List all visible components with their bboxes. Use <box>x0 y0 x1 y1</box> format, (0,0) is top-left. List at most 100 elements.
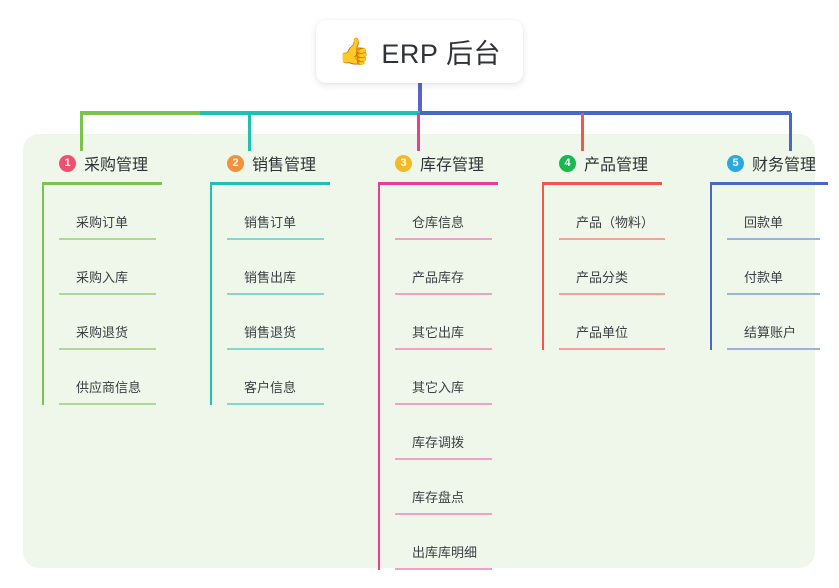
branch-item-label: 销售订单 <box>244 215 297 230</box>
branch-number-badge: 2 <box>227 154 244 172</box>
branch-item-rule <box>59 348 156 350</box>
branch-item-list: 仓库信息产品库存其它出库其它入库库存调拨库存盘点出库库明细 <box>378 185 498 570</box>
branch-item-rule <box>59 403 156 405</box>
branch-item[interactable]: 其它入库 <box>395 350 498 405</box>
branch-number-badge: 4 <box>559 154 576 172</box>
thumbs-up-icon: 👍 <box>338 36 371 67</box>
branch-item-rule <box>395 238 492 240</box>
branch-drop-connector <box>80 113 83 151</box>
branch-item[interactable]: 付款单 <box>727 240 828 295</box>
branch-column-销售管理: 2 销售管理销售订单销售出库销售退货客户信息 <box>210 150 330 405</box>
branch-spine-connector <box>42 185 44 405</box>
branch-item-label: 产品单位 <box>576 325 629 340</box>
branch-column-采购管理: 1 采购管理采购订单采购入库采购退货供应商信息 <box>42 150 162 405</box>
root-node-content: 👍 ERP 后台 <box>338 32 501 71</box>
branch-item[interactable]: 产品分类 <box>559 240 665 295</box>
branch-item-rule <box>227 293 324 295</box>
branch-item-label: 出库库明细 <box>412 545 478 560</box>
branch-item-label: 产品（物料） <box>576 215 655 230</box>
branch-item[interactable]: 销售退货 <box>227 295 330 350</box>
branch-item-rule <box>227 403 324 405</box>
branch-item[interactable]: 回款单 <box>727 185 828 240</box>
branch-header[interactable]: 1 采购管理 <box>42 150 162 176</box>
branch-item-label: 回款单 <box>744 215 784 230</box>
root-stem-connector <box>418 83 422 113</box>
branch-title: 财务管理 <box>752 157 817 174</box>
branch-number-badge: 3 <box>395 154 412 172</box>
branch-item-rule <box>395 458 492 460</box>
branch-item-list: 回款单付款单结算账户 <box>710 185 828 350</box>
branch-item-rule <box>395 403 492 405</box>
branch-item-label: 结算账户 <box>744 325 797 340</box>
branch-header-rule <box>378 182 498 185</box>
branch-item-label: 其它入库 <box>412 380 465 395</box>
branch-item[interactable]: 库存盘点 <box>395 460 498 515</box>
branch-title: 采购管理 <box>84 157 149 174</box>
branch-item-rule <box>727 348 820 350</box>
branch-item[interactable]: 产品（物料） <box>559 185 665 240</box>
branch-item-rule <box>559 238 665 240</box>
branch-item-list: 销售订单销售出库销售退货客户信息 <box>210 185 330 405</box>
branch-item[interactable]: 仓库信息 <box>395 185 498 240</box>
branch-item-rule <box>559 348 665 350</box>
branch-item[interactable]: 采购退货 <box>59 295 162 350</box>
bus-segment <box>80 111 200 115</box>
branch-item[interactable]: 销售订单 <box>227 185 330 240</box>
branch-item-rule <box>727 293 820 295</box>
branch-header[interactable]: 4 产品管理 <box>542 150 662 176</box>
branch-item-label: 客户信息 <box>244 380 297 395</box>
root-node-card[interactable]: 👍 ERP 后台 <box>316 20 523 83</box>
branch-drop-connector <box>789 113 792 151</box>
branch-spine-connector <box>710 185 712 350</box>
branch-item-rule <box>227 348 324 350</box>
bus-segment <box>420 111 791 115</box>
branch-item-rule <box>559 293 665 295</box>
children-panel <box>23 134 815 568</box>
branch-item-rule <box>59 238 156 240</box>
branch-title: 产品管理 <box>584 157 649 174</box>
branch-item[interactable]: 出库库明细 <box>395 515 498 570</box>
branch-drop-connector <box>581 113 584 151</box>
branch-item[interactable]: 产品库存 <box>395 240 498 295</box>
branch-item[interactable]: 结算账户 <box>727 295 828 350</box>
branch-item[interactable]: 销售出库 <box>227 240 330 295</box>
branch-item[interactable]: 库存调拨 <box>395 405 498 460</box>
branch-item-rule <box>727 238 820 240</box>
branch-item[interactable]: 供应商信息 <box>59 350 162 405</box>
branch-item-label: 付款单 <box>744 270 784 285</box>
branch-item[interactable]: 产品单位 <box>559 295 665 350</box>
branch-number-badge: 1 <box>59 154 76 172</box>
branch-header-rule <box>210 182 330 185</box>
root-node-title: ERP 后台 <box>381 39 501 69</box>
bus-segment <box>200 111 420 115</box>
branch-item[interactable]: 采购入库 <box>59 240 162 295</box>
branch-spine-connector <box>378 185 380 570</box>
branch-item-label: 仓库信息 <box>412 215 465 230</box>
branch-column-产品管理: 4 产品管理产品（物料） 产品分类产品单位 <box>542 150 665 350</box>
branch-number-badge: 5 <box>727 154 744 172</box>
branch-header[interactable]: 5 财务管理 <box>710 150 828 176</box>
branch-header-rule <box>710 182 828 185</box>
branch-title: 销售管理 <box>252 157 317 174</box>
branch-item[interactable]: 客户信息 <box>227 350 330 405</box>
branch-item[interactable]: 其它出库 <box>395 295 498 350</box>
branch-header[interactable]: 2 销售管理 <box>210 150 330 176</box>
branch-item-label: 销售退货 <box>244 325 297 340</box>
branch-header-rule <box>42 182 162 185</box>
branch-drop-connector <box>248 113 251 151</box>
branch-header-rule <box>542 182 662 185</box>
branch-item-label: 库存调拨 <box>412 435 465 450</box>
branch-item-label: 采购入库 <box>76 270 129 285</box>
branch-column-财务管理: 5 财务管理回款单付款单结算账户 <box>710 150 828 350</box>
branch-item-label: 销售出库 <box>244 270 297 285</box>
branch-item-rule <box>395 348 492 350</box>
branch-spine-connector <box>542 185 544 350</box>
branch-item-label: 供应商信息 <box>76 380 142 395</box>
branch-item-rule <box>227 238 324 240</box>
branch-item[interactable]: 采购订单 <box>59 185 162 240</box>
branch-item-rule <box>59 293 156 295</box>
branch-item-label: 其它出库 <box>412 325 465 340</box>
